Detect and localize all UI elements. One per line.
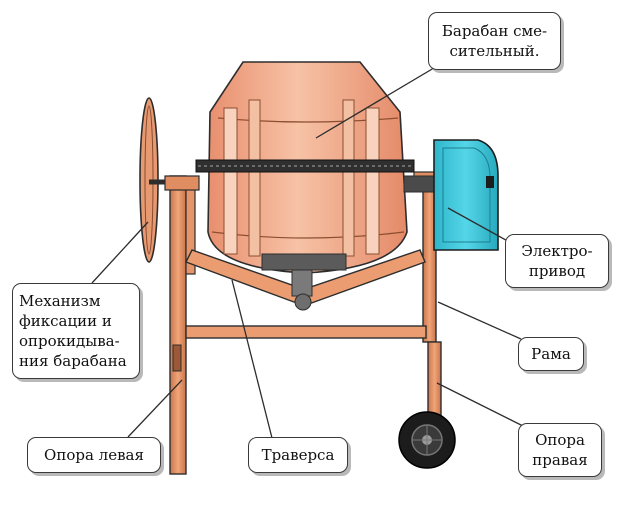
callout-motor: Электро- привод [505,234,609,288]
leader-drum [315,61,445,139]
callout-right-support: Опора правая [518,423,602,477]
callout-right-support-text: Опора правая [532,431,588,469]
callout-left-support-text: Опора левая [44,446,144,464]
leader-traverse [231,279,273,439]
left-leg [164,175,200,475]
leader-right-support [436,382,526,428]
callout-left-support: Опора левая [27,437,161,473]
leader-tilt-mechanism [91,221,149,284]
drive-axle [403,175,437,193]
callout-frame: Рама [518,337,584,371]
motor-cover [433,139,499,251]
callout-traverse-text: Траверса [261,446,335,464]
leader-left-support [127,379,183,438]
callout-drum: Барабан сме- сительный. [428,12,561,70]
callout-tilt-mechanism: Механизм фиксации и опрокидыва- ния бара… [12,283,140,379]
leader-frame [437,301,522,340]
traverse-beam [185,249,426,306]
mixing-drum [195,61,415,311]
frame-crossbar [185,325,427,339]
wheel [398,411,456,469]
leader-lines [91,61,526,439]
callout-frame-text: Рама [531,345,571,363]
callout-motor-text: Электро- привод [521,242,593,280]
callout-traverse: Траверса [248,437,348,473]
callout-tilt-mechanism-text: Механизм фиксации и опрокидыва- ния бара… [19,292,127,370]
leader-motor [447,207,514,245]
callout-drum-text: Барабан сме- сительный. [441,22,548,60]
